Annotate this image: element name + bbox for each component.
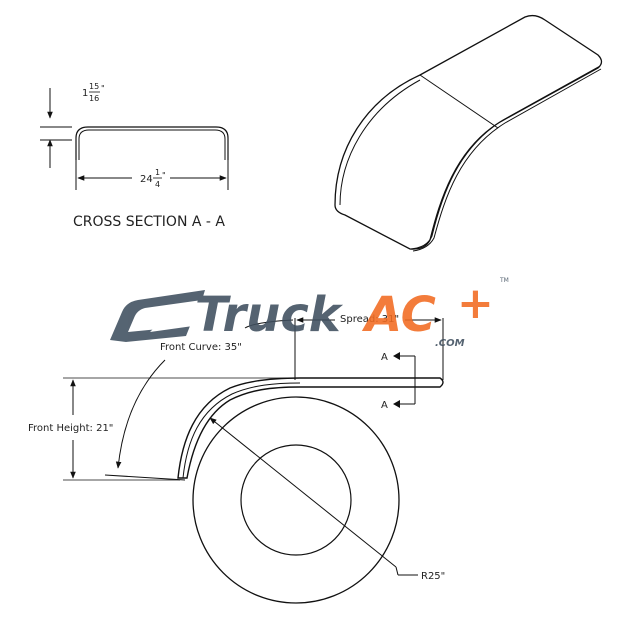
fender-side-profile bbox=[177, 377, 444, 479]
thickness-numerator: 15 bbox=[89, 82, 99, 91]
width-numerator: 1 bbox=[155, 168, 160, 177]
logo-plus: + bbox=[457, 278, 494, 329]
logo-domain: .COM bbox=[435, 338, 465, 349]
truckac-watermark: Truck AC + .COM TM bbox=[110, 277, 509, 349]
tire-outer bbox=[192, 396, 400, 604]
isometric-view bbox=[334, 14, 603, 252]
width-whole: 24 bbox=[140, 174, 153, 185]
radius-label: R25" bbox=[421, 571, 445, 582]
logo-word-ac: AC bbox=[361, 287, 436, 343]
front-curve-label: Front Curve: 35" bbox=[160, 342, 242, 353]
width-unit: " bbox=[162, 171, 166, 180]
thickness-whole: 1 bbox=[82, 88, 88, 99]
width-denominator: 4 bbox=[155, 180, 160, 189]
thickness-denominator: 16 bbox=[89, 94, 99, 103]
spread-label: Spread: 31" bbox=[340, 314, 399, 325]
cross-section-profile bbox=[75, 126, 229, 160]
thickness-unit: " bbox=[101, 84, 105, 93]
tire-rim bbox=[240, 444, 352, 556]
logo-word-truck: Truck bbox=[195, 287, 344, 343]
cross-section-title: CROSS SECTION A - A bbox=[73, 214, 225, 230]
section-mark-top: A bbox=[381, 352, 388, 363]
truck-silhouette-icon bbox=[110, 290, 205, 342]
cross-section-view: 1 15 16 " 24 1 4 " CROSS SECTION A - A bbox=[40, 82, 229, 230]
fender-3d-outline bbox=[334, 14, 603, 250]
section-mark-bottom: A bbox=[381, 400, 388, 411]
front-height-label: Front Height: 21" bbox=[28, 423, 113, 434]
side-view: Spread: 31" Front Curve: 35" Front Heigh… bbox=[28, 314, 445, 604]
logo-trademark: TM bbox=[499, 277, 509, 284]
